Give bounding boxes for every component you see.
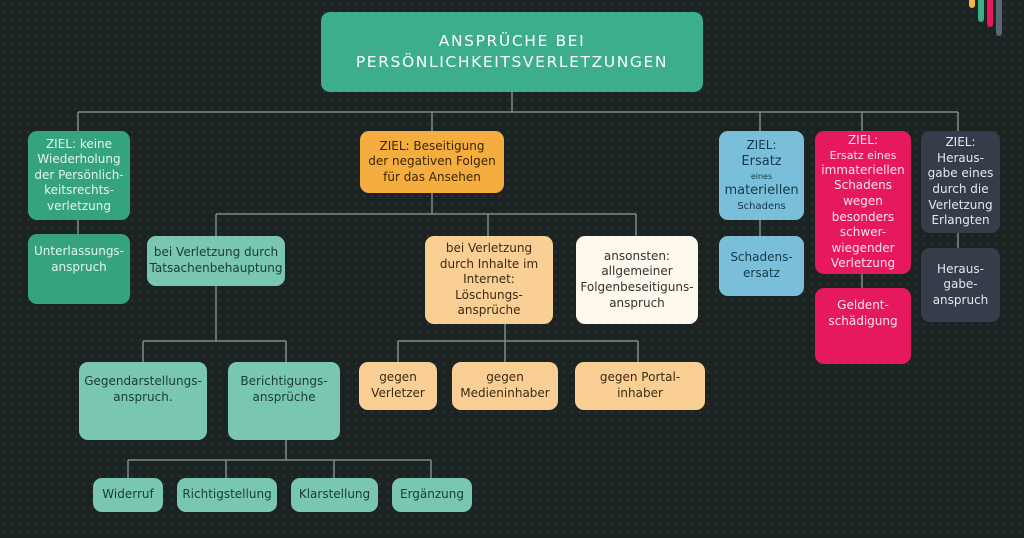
claim-gegen-verletzer: gegen Verletzer — [359, 362, 437, 410]
goal-materiell-line-1: ZIEL: — [746, 138, 777, 153]
goal-beseitigung: ZIEL: Beseitigung der negativen Folgen f… — [360, 131, 504, 193]
claim-gegen-portalinhaber: gegen Portal- inhaber — [575, 362, 705, 410]
goal-materieller-schaden: ZIEL: Ersatz eines materiellen Schadens — [719, 131, 804, 220]
claim-richtigstellung: Richtigstellung — [177, 478, 277, 512]
claim-gegen-verletzer-line-1: gegen — [379, 370, 417, 385]
connector-internet — [397, 324, 639, 362]
claim-klarstellung-label: Klarstellung — [298, 487, 371, 502]
claim-ergaenzung-label: Ergänzung — [399, 487, 464, 502]
claim-schadensersatz: Schadens- ersatz — [719, 236, 804, 296]
decorative-bar-green — [978, 0, 984, 22]
goal-immateriell-line-9: Verletzung — [830, 256, 896, 271]
diagram-title-line-2: PERSÖNLICHKEITSVERLETZUNGEN — [355, 53, 669, 71]
goal-unterlassung-line-1: ZIEL: keine — [45, 136, 113, 151]
claim-unterlassung: Unterlassungs- anspruch — [28, 234, 130, 304]
connector-goal-claims — [77, 220, 959, 288]
claim-widerruf-label: Widerruf — [102, 487, 154, 502]
decorative-bar-pink — [987, 0, 993, 27]
claim-schadensersatz-line-2: ersatz — [743, 266, 780, 280]
claim-berichtigung-line-1: Berichtigungs- — [240, 374, 328, 388]
diagram-title: ANSPRÜCHE BEI PERSÖNLICHKEITSVERLETZUNGE… — [321, 12, 703, 92]
branch-internet-line-3: Internet: Löschungs- — [455, 272, 523, 302]
branch-internet-line-2: durch Inhalte im — [439, 256, 539, 271]
claim-geldentschaedigung-line-1: Geldent- — [837, 298, 889, 312]
branch-tatsachenbehauptung: bei Verletzung durch Tatsachenbehauptung — [147, 236, 285, 286]
claim-unterlassung-line-1: Unterlassungs- — [34, 244, 125, 258]
goal-immateriell-line-1: ZIEL: — [847, 132, 879, 147]
goal-unterlassung-line-5: verletzung — [47, 198, 111, 213]
goal-immateriell-line-3: immateriellen — [821, 162, 905, 177]
claim-geldentschaedigung: Geldent- schädigung — [815, 288, 911, 364]
claim-herausgabe-line-2: gabe- — [943, 277, 978, 292]
goal-immateriell-line-2: Ersatz eines — [829, 148, 897, 162]
branch-internet-loeschung: bei Verletzung durch Inhalte im Internet… — [425, 236, 553, 324]
connector-title-rail — [78, 92, 958, 113]
claim-gegendarstellung-line-1: Gegendarstellungs- — [84, 374, 202, 388]
branch-internet-line-1: bei Verletzung — [445, 241, 533, 256]
claim-gegen-portalinhaber-line-2: inhaber — [617, 386, 663, 400]
branch-ansonsten-line-4: anspruch — [609, 295, 665, 310]
goal-immateriell-line-7: schwer- — [839, 225, 887, 240]
goal-immateriell-line-5: wegen — [843, 194, 883, 209]
goal-immateriell-line-8: wiegender — [831, 240, 895, 255]
branch-ansonsten-line-2: allgemeiner — [601, 264, 673, 279]
branch-internet-line-4: ansprüche — [457, 303, 521, 318]
claim-berichtigung-line-2: ansprüche — [252, 389, 316, 404]
claim-richtigstellung-label: Richtigstellung — [182, 487, 272, 502]
goal-herausgabe-line-3: gabe eines — [927, 166, 994, 181]
goal-beseitigung-line-2: der negativen Folgen — [368, 154, 496, 169]
goal-immaterieller-schaden: ZIEL: Ersatz eines immateriellen Schaden… — [815, 131, 911, 274]
goal-herausgabe-line-5: Verletzung — [928, 197, 993, 212]
claim-gegendarstellung-line-2: anspruch. — [113, 389, 173, 404]
decorative-bar-slate — [996, 0, 1002, 36]
goal-immateriell-line-4: Schadens — [833, 178, 893, 193]
goal-herausgabe-line-1: ZIEL: — [945, 135, 976, 150]
diagram-title-line-1: ANSPRÜCHE BEI — [438, 32, 586, 51]
goal-beseitigung-line-3: für das Ansehen — [383, 169, 481, 184]
goal-herausgabe-line-2: Heraus- — [937, 150, 984, 165]
claim-gegen-medieninhaber: gegen Medieninhaber — [452, 362, 558, 410]
branch-tatsachenbehauptung-line-1: bei Verletzung durch — [153, 245, 279, 260]
claim-klarstellung: Klarstellung — [291, 478, 378, 512]
goal-materiell-line-2: Ersatz — [741, 153, 782, 169]
claim-ergaenzung: Ergänzung — [392, 478, 472, 512]
goal-beseitigung-line-1: ZIEL: Beseitigung — [379, 138, 485, 153]
claim-schadensersatz-line-1: Schadens- — [730, 250, 793, 265]
goal-unterlassung: ZIEL: keine Wiederholung der Persönlich-… — [28, 131, 130, 220]
connector-tatsachen — [142, 286, 287, 362]
goal-materiell-line-3: eines — [750, 171, 773, 181]
branch-ansonsten-line-1: ansonsten: — [603, 248, 671, 263]
branch-tatsachenbehauptung-line-2: Tatsachenbehauptung — [149, 261, 283, 275]
claim-geldentschaedigung-line-2: schädigung — [828, 313, 898, 328]
claim-gegen-medieninhaber-line-1: gegen — [486, 370, 524, 385]
claim-unterlassung-line-2: anspruch — [51, 259, 107, 274]
claim-berichtigung: Berichtigungs- ansprüche — [228, 362, 340, 440]
decorative-bar-yellow — [969, 0, 975, 8]
claim-gegen-verletzer-line-2: Verletzer — [371, 386, 425, 400]
connector-beseitigung — [215, 193, 637, 236]
goal-unterlassung-line-3: der Persönlich- — [34, 167, 124, 182]
connector-rail-drops — [77, 112, 959, 131]
claim-gegen-medieninhaber-line-2: Medieninhaber — [460, 386, 550, 400]
goal-unterlassung-line-2: Wiederholung — [37, 152, 121, 167]
goal-materiell-line-5: Schadens — [737, 200, 786, 212]
goal-unterlassung-line-4: keitsrechts- — [44, 183, 114, 198]
goal-immateriell-line-6: besonders — [831, 209, 895, 224]
goal-materiell-line-4: materiellen — [724, 182, 799, 198]
claim-widerruf: Widerruf — [93, 478, 163, 512]
branch-folgenbeseitigung: ansonsten: allgemeiner Folgenbeseitiguns… — [576, 236, 698, 324]
claim-gegendarstellung: Gegendarstellungs- anspruch. — [79, 362, 207, 440]
goal-herausgabe-line-4: durch die — [932, 182, 989, 196]
claim-herausgabe: Heraus- gabe- anspruch — [921, 248, 1000, 322]
connector-berichtigung — [127, 440, 432, 478]
claim-herausgabe-line-3: anspruch — [932, 292, 989, 307]
claim-gegen-portalinhaber-line-1: gegen Portal- — [599, 370, 681, 385]
goal-herausgabe-line-6: Erlangten — [931, 213, 990, 228]
claim-herausgabe-line-1: Heraus- — [937, 261, 984, 276]
goal-herausgabe: ZIEL: Heraus- gabe eines durch die Verle… — [921, 131, 1000, 233]
branch-ansonsten-line-3: Folgenbeseitiguns- — [580, 280, 694, 294]
